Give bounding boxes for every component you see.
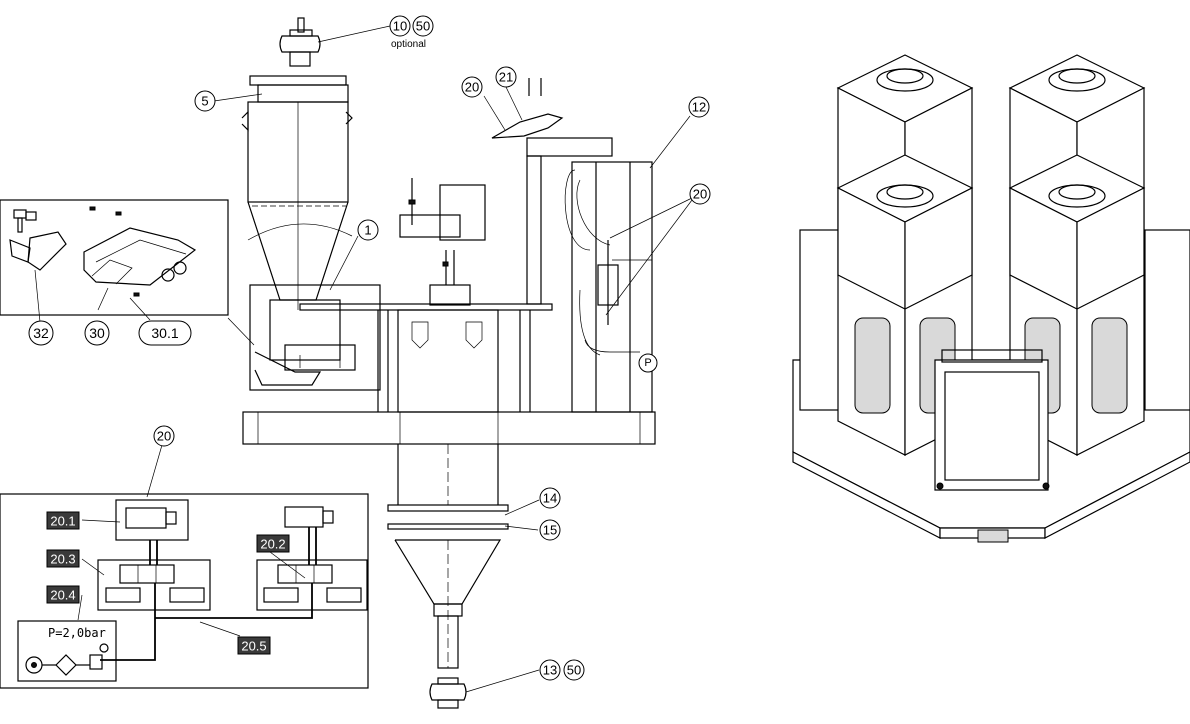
svg-text:20.4: 20.4 [50, 588, 75, 603]
callout-20-schematic: 20 [153, 425, 175, 447]
callout-14: 14 [539, 487, 561, 509]
leader-lines [34, 25, 693, 693]
callout-5: 5 [194, 90, 216, 112]
svg-text:50: 50 [567, 663, 581, 678]
svg-text:20: 20 [693, 187, 707, 202]
svg-text:20: 20 [157, 429, 171, 444]
svg-text:20.2: 20.2 [260, 537, 285, 552]
callout-13: 13 [539, 659, 561, 681]
label-20-1: 20.1 [46, 511, 80, 530]
pneumatic-schematic [0, 493, 369, 689]
svg-text:5: 5 [201, 94, 208, 109]
svg-text:20: 20 [465, 80, 479, 95]
pressure-label: P=2,0bar [48, 626, 106, 640]
svg-text:12: 12 [692, 100, 706, 115]
svg-text:30.1: 30.1 [151, 325, 178, 341]
callout-20-nozzle: 20 [461, 76, 483, 98]
svg-text:1: 1 [364, 223, 371, 238]
optional-note: optional [391, 39, 426, 50]
svg-text:30: 30 [89, 325, 105, 341]
callout-30: 30 [84, 320, 110, 346]
svg-text:14: 14 [543, 491, 557, 506]
svg-text:15: 15 [543, 523, 557, 538]
callout-P: P [638, 353, 658, 373]
callout-10: 10 [389, 15, 411, 37]
label-20-3: 20.3 [46, 549, 80, 568]
callout-50-top: 50 [412, 15, 434, 37]
svg-text:20.1: 20.1 [50, 514, 75, 529]
svg-text:13: 13 [543, 663, 557, 678]
callout-21: 21 [495, 66, 517, 88]
label-20-4: 20.4 [46, 585, 80, 604]
callout-20-column: 20 [689, 183, 711, 205]
label-20-5: 20.5 [237, 636, 271, 655]
svg-text:20.3: 20.3 [50, 552, 75, 567]
callout-50-bottom: 50 [563, 659, 585, 681]
svg-text:10: 10 [393, 19, 407, 34]
callout-32: 32 [28, 320, 54, 346]
svg-text:P: P [644, 357, 651, 369]
svg-text:21: 21 [499, 70, 513, 85]
isometric-assembly-view [792, 54, 1190, 543]
callout-12: 12 [688, 96, 710, 118]
callout-30-1: 30.1 [138, 320, 192, 346]
svg-text:20.5: 20.5 [241, 639, 266, 654]
main-assembly-side-view [241, 17, 656, 709]
callout-1: 1 [357, 219, 379, 241]
callout-15: 15 [539, 519, 561, 541]
detail-box-valve-parts [0, 199, 229, 316]
svg-text:32: 32 [33, 325, 49, 341]
label-20-2: 20.2 [256, 534, 290, 553]
svg-text:50: 50 [416, 19, 430, 34]
